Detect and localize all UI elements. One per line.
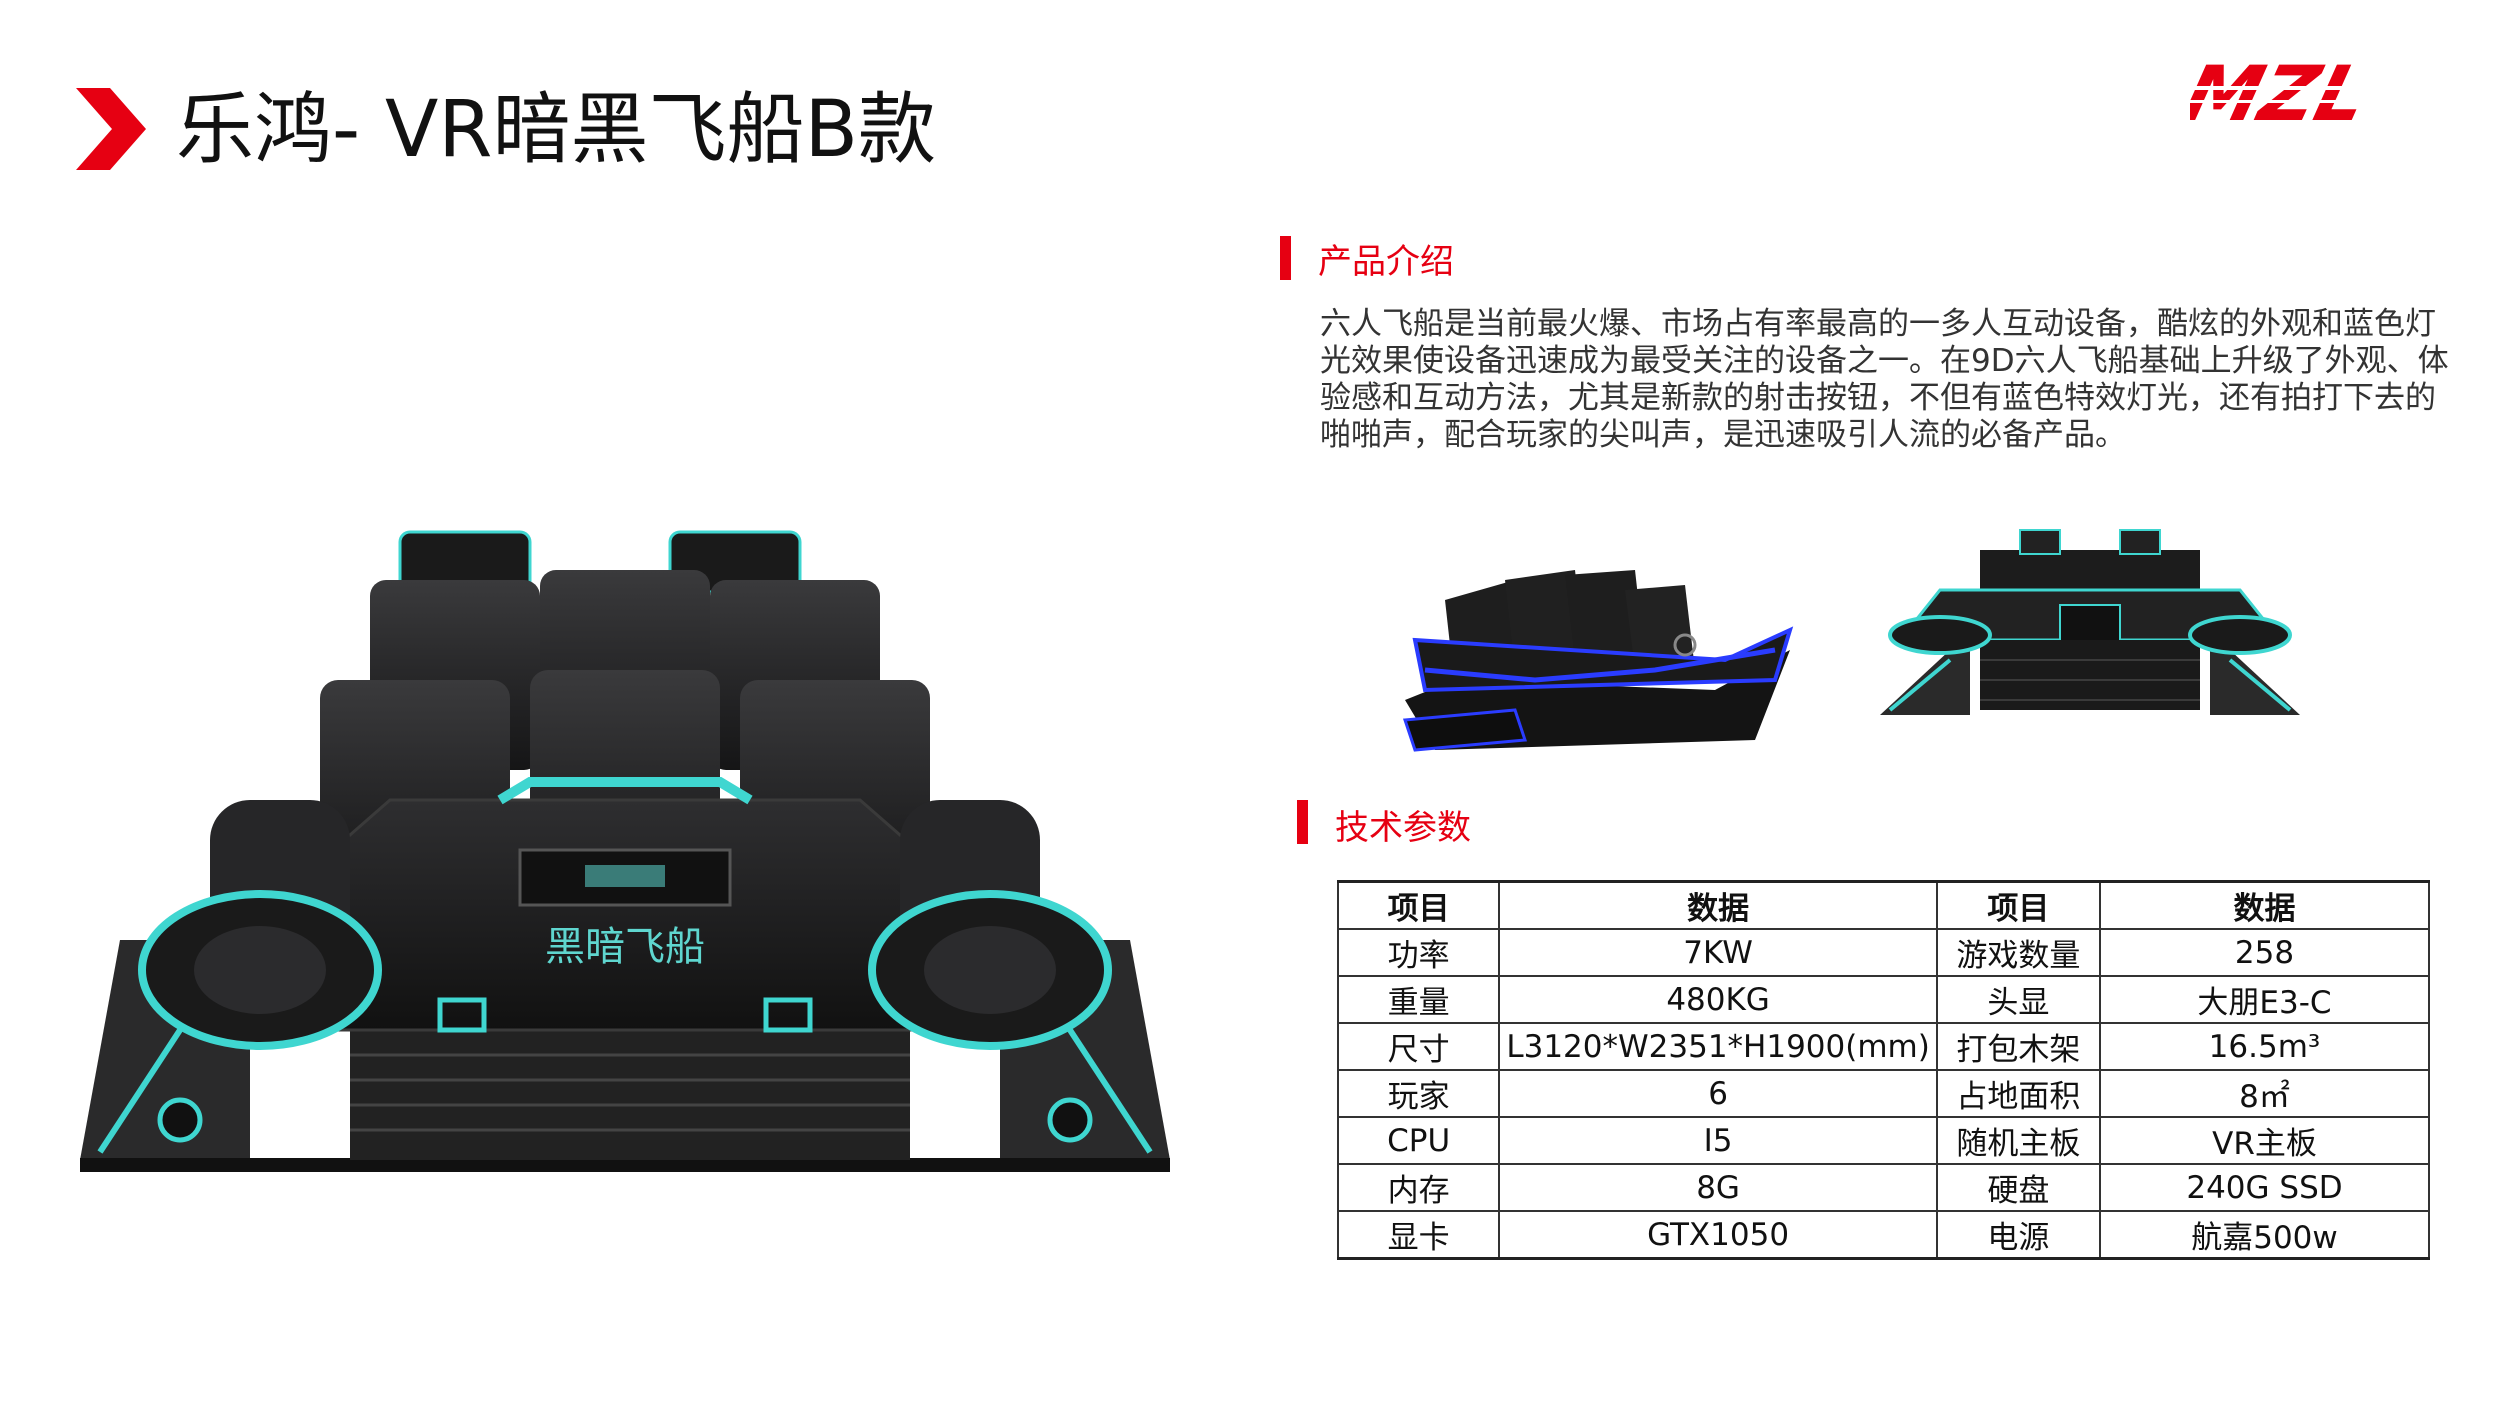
- intro-heading: 产品介绍: [1318, 242, 1454, 282]
- mzl-logo: MZL: [2190, 50, 2420, 138]
- spec-header-item: 项目: [1935, 880, 2102, 930]
- spec-label: 玩家: [1336, 1069, 1501, 1118]
- spec-label: 随机主板: [1935, 1116, 2102, 1165]
- spec-label: 游戏数量: [1935, 928, 2102, 977]
- spec-label: CPU: [1336, 1116, 1501, 1165]
- page-title: 乐鸿- VR暗黑飞船B款: [176, 85, 937, 175]
- spec-value: I5: [1498, 1116, 1938, 1165]
- spec-value: GTX1050: [1498, 1210, 1938, 1260]
- svg-text:MZL: MZL: [2190, 50, 2377, 138]
- spec-value: 大朋E3-C: [2099, 975, 2430, 1024]
- spec-value: 8㎡: [2099, 1069, 2430, 1118]
- intro-section-marker: [1280, 236, 1291, 280]
- spec-value: 航嘉500w: [2099, 1210, 2430, 1260]
- table-row: CPU I5 随机主板 VR主板: [1336, 1116, 2430, 1165]
- table-row: 尺寸 L3120*W2351*H1900(mm) 打包木架 16.5m³: [1336, 1022, 2430, 1071]
- spec-value: 6: [1498, 1069, 1938, 1118]
- spec-label: 尺寸: [1336, 1022, 1501, 1071]
- spec-value: 258: [2099, 928, 2430, 977]
- spec-label: 打包木架: [1935, 1022, 2102, 1071]
- product-side-view-image: [1402, 570, 1794, 752]
- spec-value: 8G: [1498, 1163, 1938, 1212]
- spec-value: 240G SSD: [2099, 1163, 2430, 1212]
- spec-label: 头显: [1935, 975, 2102, 1024]
- spec-value: VR主板: [2099, 1116, 2430, 1165]
- spec-label: 重量: [1336, 975, 1501, 1024]
- svg-text:黑暗飞船: 黑暗飞船: [545, 924, 705, 970]
- spec-table: 项目 数据 项目 数据 功率 7KW 游戏数量 258 重量 480KG 头显 …: [1336, 880, 2430, 1260]
- table-row: 内存 8G 硬盘 240G SSD: [1336, 1163, 2430, 1212]
- spec-header-data: 数据: [2099, 880, 2430, 930]
- table-row: 玩家 6 占地面积 8㎡: [1336, 1069, 2430, 1118]
- spec-value: L3120*W2351*H1900(mm): [1498, 1022, 1938, 1071]
- table-row: 显卡 GTX1050 电源 航嘉500w: [1336, 1210, 2430, 1260]
- spec-header-data: 数据: [1498, 880, 1938, 930]
- spec-label: 功率: [1336, 928, 1501, 977]
- product-main-image: 黑暗飞船: [80, 530, 1170, 1172]
- spec-table-header: 项目 数据 项目 数据: [1336, 880, 2430, 930]
- spec-label: 电源: [1935, 1210, 2102, 1260]
- title-chevron-icon: [76, 88, 146, 170]
- spec-value: 480KG: [1498, 975, 1938, 1024]
- spec-label: 占地面积: [1935, 1069, 2102, 1118]
- spec-label: 内存: [1336, 1163, 1501, 1212]
- spec-value: 16.5m³: [2099, 1022, 2430, 1071]
- spec-header-item: 项目: [1336, 880, 1501, 930]
- specs-heading: 技术参数: [1335, 808, 1471, 848]
- intro-text: 六人飞船是当前最火爆、市场占有率最高的一多人互动设备，酷炫的外观和蓝色灯光效果使…: [1320, 306, 2449, 453]
- table-row: 功率 7KW 游戏数量 258: [1336, 928, 2430, 977]
- specs-section-marker: [1297, 800, 1308, 844]
- spec-label: 显卡: [1336, 1210, 1501, 1260]
- table-row: 重量 480KG 头显 大朋E3-C: [1336, 975, 2430, 1024]
- product-front-view-image: [1880, 529, 2300, 715]
- spec-label: 硬盘: [1935, 1163, 2102, 1212]
- spec-value: 7KW: [1498, 928, 1938, 977]
